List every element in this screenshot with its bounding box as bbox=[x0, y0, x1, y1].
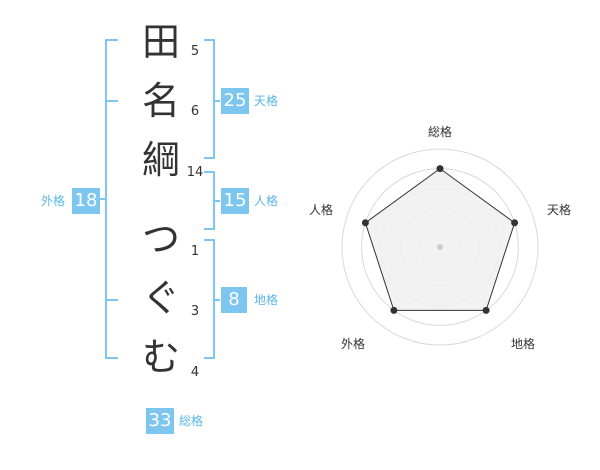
radar-axis-label-1: 総格 bbox=[428, 125, 453, 139]
stroke-count-2: 6 bbox=[190, 104, 200, 119]
jinkaku-bracket bbox=[204, 171, 220, 230]
radar-point-2 bbox=[511, 219, 519, 227]
chikaku-label: 地格 bbox=[254, 293, 279, 307]
radar-chart bbox=[341, 148, 539, 346]
radar-point-1 bbox=[436, 165, 444, 173]
stroke-count-5: 3 bbox=[190, 304, 200, 319]
gaikaku-bracket bbox=[100, 39, 118, 359]
name-char-1: 田 bbox=[141, 20, 180, 64]
name-char-4: つ bbox=[141, 217, 180, 261]
radar-point-4 bbox=[390, 306, 398, 314]
radar-axis-label-5: 人格 bbox=[309, 203, 334, 217]
name-char-6: む bbox=[141, 335, 180, 379]
tenkaku-bracket bbox=[204, 39, 220, 159]
jinkaku-value: 15 bbox=[221, 188, 249, 214]
radar-point-3 bbox=[482, 306, 490, 314]
name-char-3: 綱 bbox=[141, 138, 180, 182]
radar-axis-label-3: 地格 bbox=[511, 337, 536, 351]
stroke-count-6: 4 bbox=[190, 365, 200, 380]
stroke-count-4: 1 bbox=[190, 244, 200, 259]
name-char-5: ぐ bbox=[141, 276, 180, 320]
soukaku-label: 総格 bbox=[179, 414, 204, 428]
stroke-count-3: 14 bbox=[186, 165, 204, 180]
radar-series-polygon bbox=[364, 167, 516, 311]
radar-axis-label-4: 外格 bbox=[341, 337, 366, 351]
radar-center-dot bbox=[437, 244, 443, 250]
radar-ring-5 bbox=[341, 148, 539, 346]
tenkaku-value: 25 bbox=[221, 88, 249, 114]
soukaku-value: 33 bbox=[146, 408, 174, 434]
tenkaku-label: 天格 bbox=[254, 94, 279, 108]
name-char-2: 名 bbox=[141, 79, 180, 123]
chikaku-bracket bbox=[204, 239, 220, 359]
jinkaku-label: 人格 bbox=[254, 194, 279, 208]
radar-point-5 bbox=[361, 219, 369, 227]
radar-axis-label-2: 天格 bbox=[547, 203, 572, 217]
gaikaku-value: 18 bbox=[72, 188, 100, 214]
stroke-count-1: 5 bbox=[190, 44, 200, 59]
chikaku-value: 8 bbox=[221, 287, 247, 313]
gaikaku-label: 外格 bbox=[41, 194, 66, 208]
